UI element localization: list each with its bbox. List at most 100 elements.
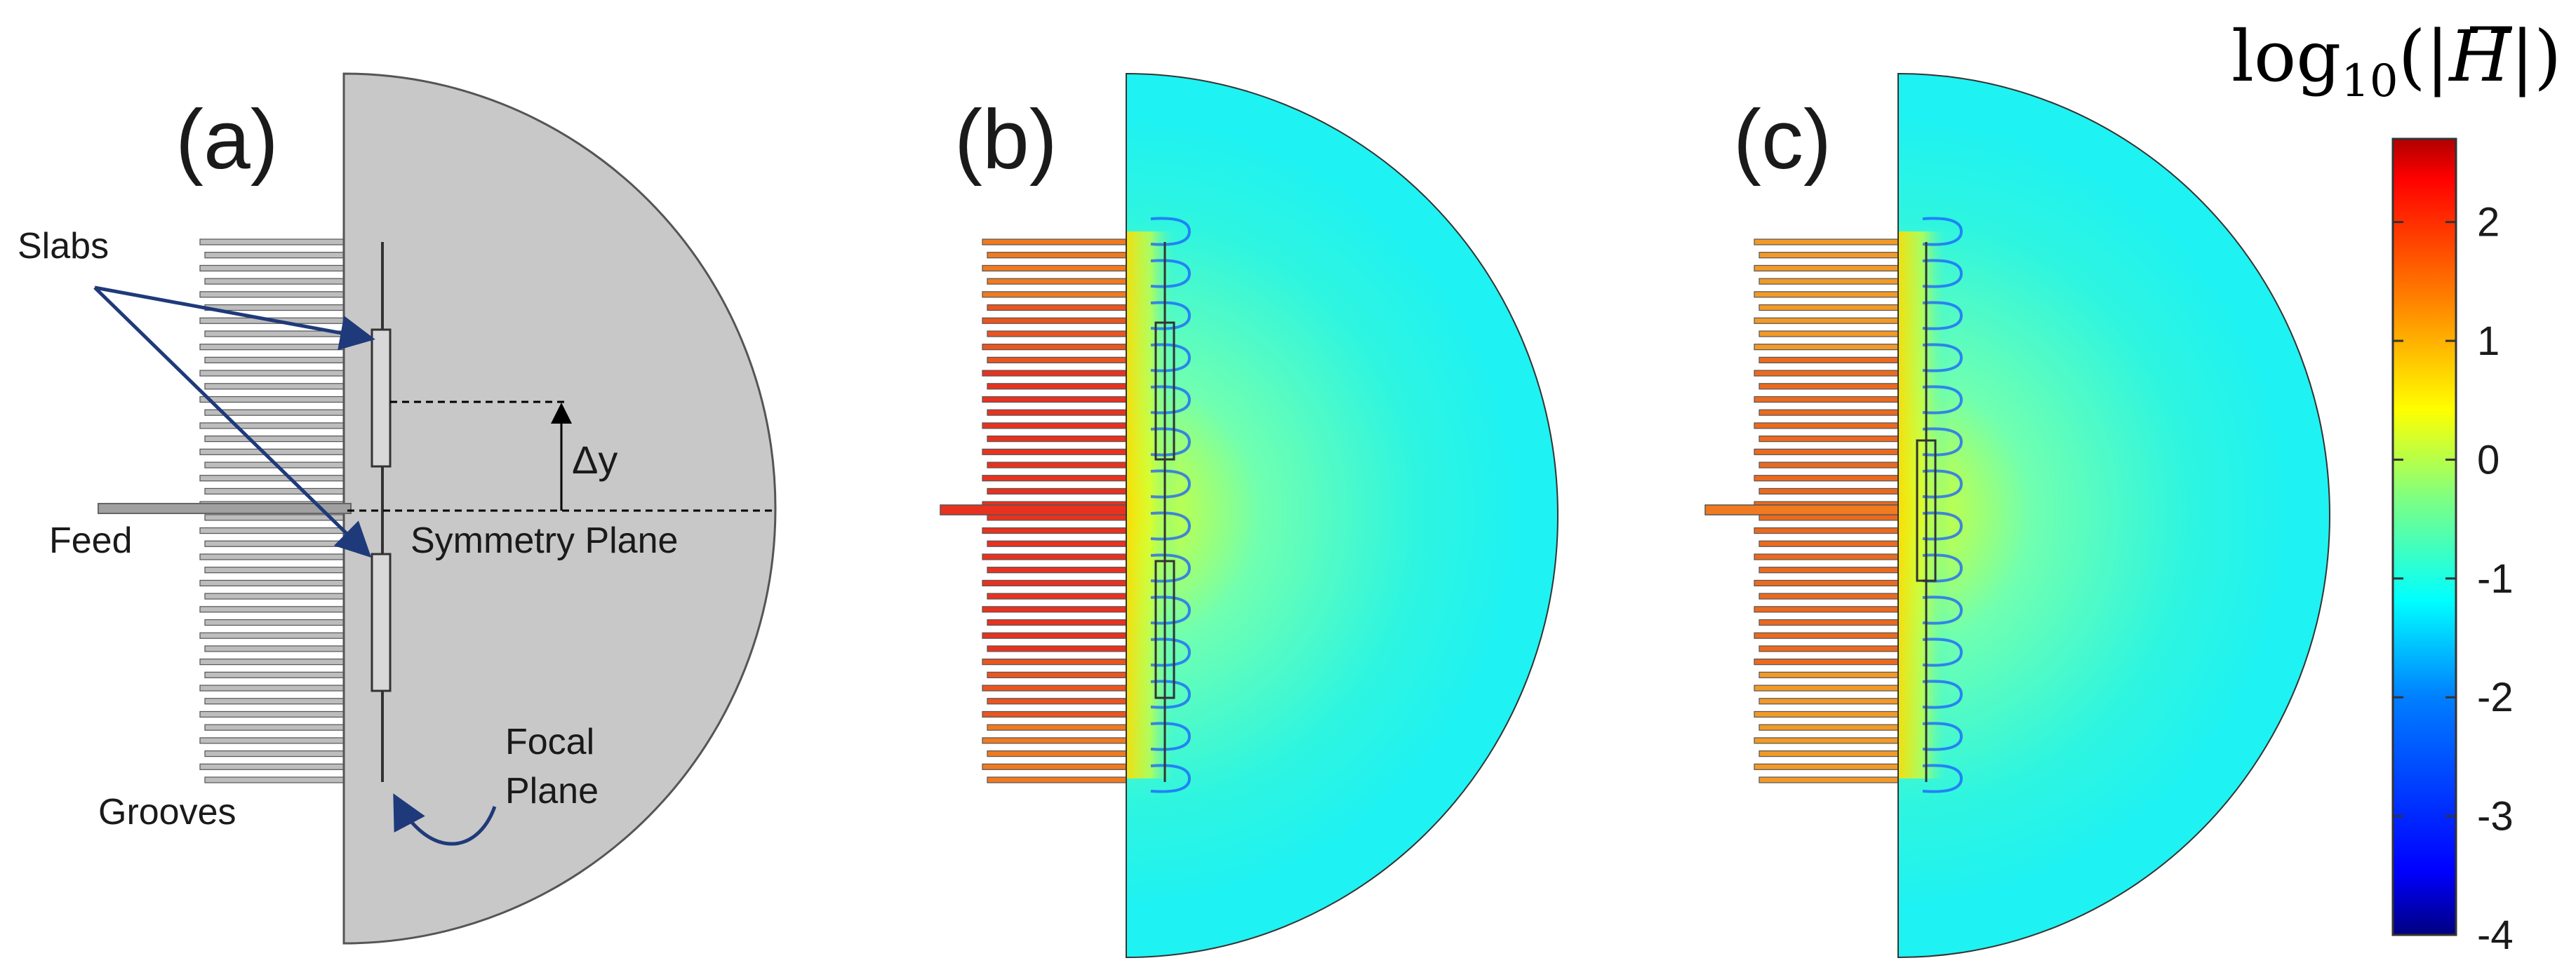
b-groove-13 <box>987 409 1127 416</box>
c-groove-26 <box>1754 579 1899 586</box>
b-null-13 <box>1150 764 1192 793</box>
c-groove-34 <box>1754 685 1899 692</box>
b-groove-7 <box>987 330 1127 337</box>
c-groove-40 <box>1754 763 1899 770</box>
a-groove-22 <box>199 527 345 534</box>
label-grooves: Grooves <box>98 792 236 833</box>
c-groove-33 <box>1759 671 1899 678</box>
b-groove-19 <box>987 487 1127 495</box>
b-groove-24 <box>982 553 1127 560</box>
nulls-b <box>1150 217 1192 793</box>
c-groove-10 <box>1754 370 1899 377</box>
slab-upper-b <box>1154 321 1175 461</box>
feed-a <box>98 503 352 514</box>
nulls-c <box>1922 217 1963 793</box>
b-groove-9 <box>987 356 1127 363</box>
slab-center-c <box>1916 439 1937 582</box>
colorbar-tick-label-0: 2 <box>2477 200 2500 245</box>
b-groove-34 <box>982 685 1127 692</box>
b-groove-18 <box>982 475 1127 482</box>
b-groove-8 <box>982 344 1127 351</box>
a-groove-30 <box>199 632 345 639</box>
label-feed: Feed <box>49 520 133 561</box>
colorbar-title-log: log <box>2231 15 2341 97</box>
b-null-4 <box>1150 385 1192 415</box>
c-groove-19 <box>1759 487 1899 495</box>
b-groove-4 <box>982 291 1127 298</box>
b-groove-15 <box>987 436 1127 443</box>
c-null-10 <box>1922 638 1963 667</box>
label-focal-line1: Focal <box>505 722 594 762</box>
c-groove-9 <box>1759 356 1899 363</box>
panel-label-a: (a) <box>175 93 279 187</box>
c-null-4 <box>1922 385 1963 415</box>
c-groove-31 <box>1759 645 1899 652</box>
label-slabs: Slabs <box>18 226 109 267</box>
b-groove-37 <box>987 724 1127 731</box>
b-groove-16 <box>982 448 1127 455</box>
c-null-12 <box>1922 722 1963 751</box>
colorbar-tick-label-1: 1 <box>2477 318 2500 364</box>
c-null-5 <box>1922 427 1963 457</box>
c-groove-27 <box>1759 593 1899 600</box>
a-groove-36 <box>199 710 345 718</box>
feed-c <box>1704 504 1902 516</box>
colorbar-title-close: |) <box>2511 15 2562 97</box>
field-c <box>1898 74 2330 957</box>
a-groove-3 <box>204 278 345 285</box>
c-groove-30 <box>1754 632 1899 639</box>
b-null-8 <box>1150 553 1192 583</box>
c-groove-13 <box>1759 409 1899 416</box>
a-groove-35 <box>204 698 345 705</box>
c-groove-24 <box>1754 553 1899 560</box>
colorbar-title-sub: 10 <box>2341 55 2398 107</box>
c-groove-3 <box>1759 278 1899 285</box>
label-symmetry-plane: Symmetry Plane <box>411 520 678 561</box>
c-groove-41 <box>1759 776 1899 783</box>
grooves-b <box>982 238 1127 783</box>
c-groove-37 <box>1759 724 1899 731</box>
c-null-7 <box>1922 511 1963 541</box>
slab-lower-b <box>1154 560 1175 699</box>
a-groove-1 <box>204 252 345 259</box>
a-groove-18 <box>199 475 345 482</box>
c-groove-16 <box>1754 448 1899 455</box>
b-groove-39 <box>987 750 1127 757</box>
a-groove-39 <box>204 750 345 757</box>
b-null-12 <box>1150 722 1192 751</box>
b-groove-21 <box>987 514 1127 521</box>
c-groove-38 <box>1754 737 1899 744</box>
colorbar-title-open: (| <box>2398 15 2450 97</box>
panel-label-c: (c) <box>1733 93 1831 187</box>
slabs-arrow-1 <box>94 285 375 351</box>
b-groove-32 <box>982 659 1127 666</box>
c-null-11 <box>1922 680 1963 709</box>
c-groove-39 <box>1759 750 1899 757</box>
a-groove-8 <box>199 344 345 351</box>
b-null-3 <box>1150 343 1192 372</box>
feed-b <box>940 504 1130 516</box>
edge-field-b <box>1126 231 1179 779</box>
a-groove-12 <box>199 396 345 403</box>
b-null-0 <box>1150 217 1192 246</box>
c-groove-35 <box>1759 698 1899 705</box>
a-groove-10 <box>199 370 345 377</box>
b-groove-33 <box>987 671 1127 678</box>
b-groove-23 <box>987 540 1127 547</box>
c-null-6 <box>1922 469 1963 499</box>
panel-a: (a) Slabs Feed Grooves Focal Plane Symme… <box>18 72 777 945</box>
a-groove-14 <box>199 422 345 429</box>
label-delta-y: Δy <box>572 438 618 482</box>
c-groove-23 <box>1759 540 1899 547</box>
lens-outline-b <box>1126 72 1559 959</box>
c-groove-5 <box>1759 304 1899 311</box>
a-groove-33 <box>204 671 345 678</box>
c-groove-36 <box>1754 710 1899 718</box>
a-groove-26 <box>199 579 345 586</box>
b-groove-6 <box>982 317 1127 324</box>
a-groove-11 <box>204 383 345 390</box>
b-groove-1 <box>987 252 1127 259</box>
panel-c: (c) <box>1704 72 2330 959</box>
lens-body-a <box>342 72 777 945</box>
b-groove-26 <box>982 579 1127 586</box>
